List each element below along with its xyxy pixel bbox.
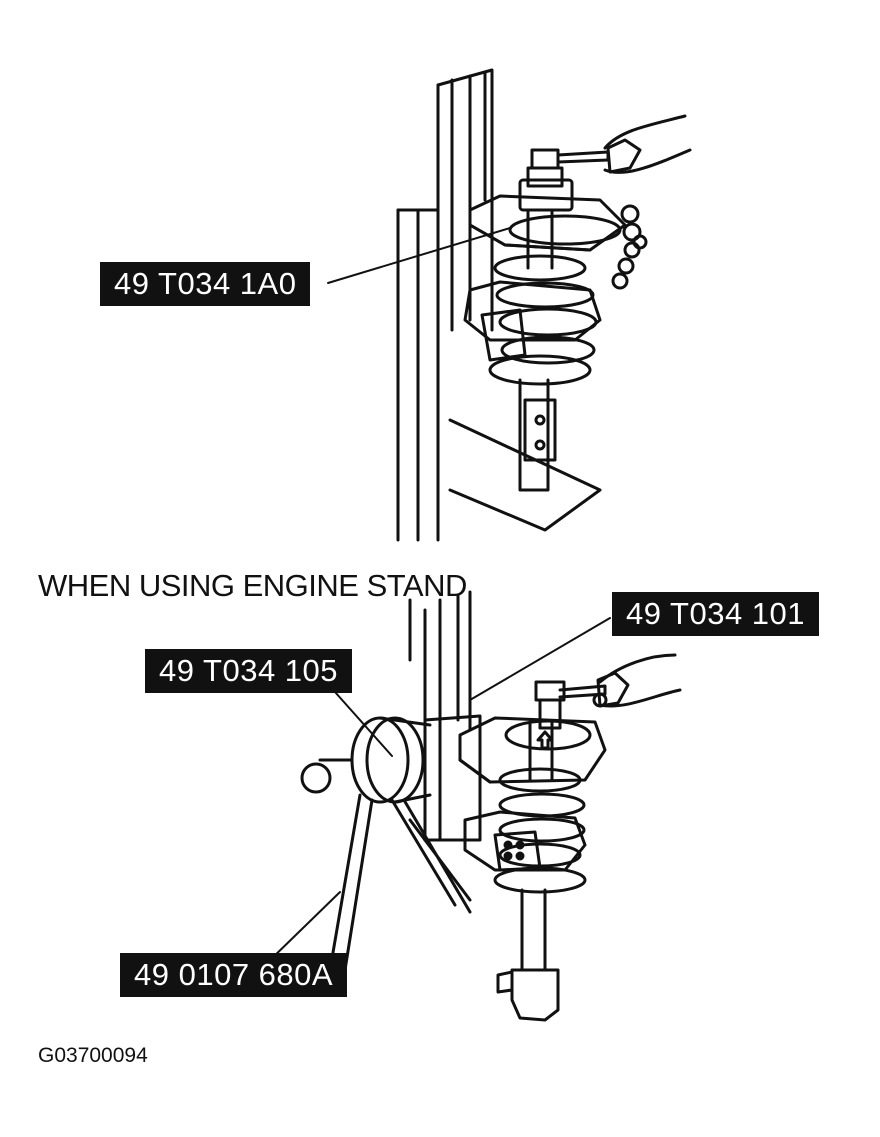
callout-compressor: 49 T034 101: [612, 592, 820, 636]
callout-adapter: 49 T034 105: [145, 649, 353, 693]
callout-top-tool: 49 T034 1A0: [100, 262, 311, 306]
engine-stand-compressor-drawing: [300, 590, 682, 1022]
callout-engine-stand: 49 0107 680A: [120, 953, 348, 997]
engine-stand-heading: WHEN USING ENGINE STAND: [38, 568, 467, 603]
top-compressor-drawing: [396, 68, 692, 542]
figure-id: G03700094: [38, 1044, 148, 1067]
